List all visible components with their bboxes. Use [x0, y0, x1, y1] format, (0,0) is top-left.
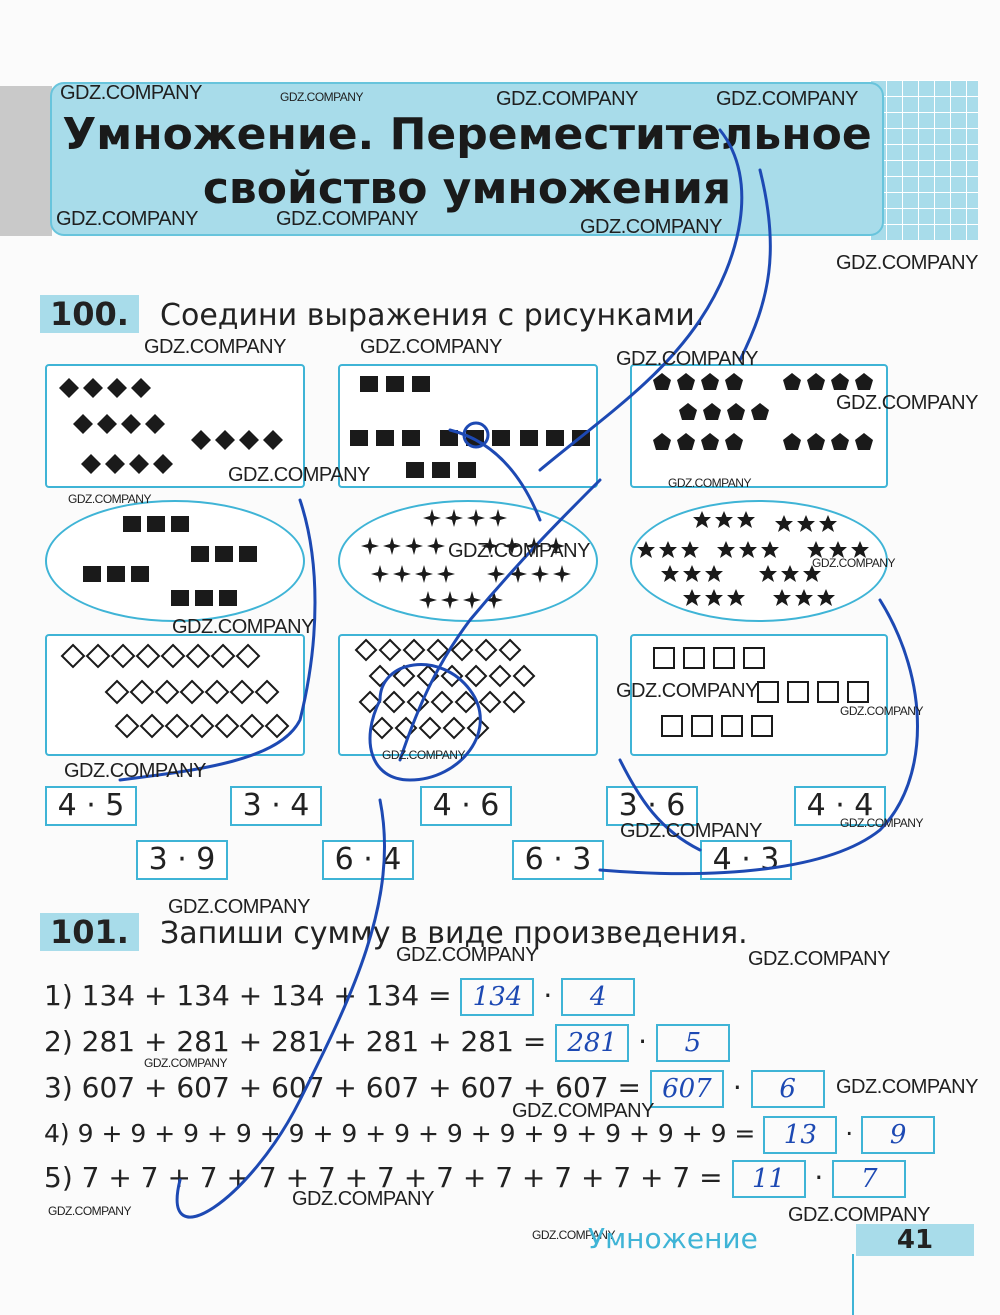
watermark: GDZ.COMPANY	[382, 748, 465, 762]
task-101-heading: 101. Запиши сумму в виде произведения.	[40, 910, 748, 954]
watermark: GDZ.COMPANY	[580, 216, 722, 238]
watermark: GDZ.COMPANY	[716, 88, 858, 110]
picture-box-squares-3x6[interactable]	[338, 364, 598, 488]
answer-box[interactable]: 4	[561, 978, 636, 1016]
picture-box-diamonds-4x5[interactable]	[45, 364, 305, 488]
watermark: GDZ.COMPANY	[836, 1076, 978, 1098]
watermark: GDZ.COMPANY	[144, 336, 286, 358]
picture-box-pentagons-4x4[interactable]	[630, 364, 888, 488]
watermark: GDZ.COMPANY	[68, 492, 151, 506]
filled-pentagons-icon	[653, 373, 873, 450]
title-line-1: Умножение. Переместительное	[62, 109, 872, 160]
watermark: GDZ.COMPANY	[620, 820, 762, 842]
multiply-sign: ·	[732, 1071, 742, 1104]
page-number: 41	[856, 1224, 974, 1256]
answer-box[interactable]: 13	[763, 1116, 838, 1154]
equation-row-1: 1) 134 + 134 + 134 + 134 = 134 · 4	[44, 978, 636, 1016]
section-label: Умножение	[588, 1222, 758, 1255]
equation-row-2: 2) 281 + 281 + 281 + 281 + 281 = 281 · 5	[44, 1024, 730, 1062]
footer-divider	[852, 1254, 854, 1315]
answer-box[interactable]: 607	[649, 1070, 724, 1108]
row-label: 5)	[44, 1161, 73, 1194]
equation-row-4: 4) 9 + 9 + 9 + 9 + 9 + 9 + 9 + 9 + 9 + 9…	[44, 1116, 936, 1154]
watermark: GDZ.COMPANY	[532, 1228, 615, 1242]
page-edge-strip	[0, 86, 52, 236]
watermark: GDZ.COMPANY	[616, 348, 758, 370]
watermark: GDZ.COMPANY	[788, 1204, 930, 1226]
watermark: GDZ.COMPANY	[812, 556, 895, 570]
expression-card[interactable]: 6 · 4	[322, 840, 414, 880]
equation-row-5: 5) 7 + 7 + 7 + 7 + 7 + 7 + 7 + 7 + 7 + 7…	[44, 1160, 907, 1198]
multiply-sign: ·	[845, 1119, 854, 1148]
answer-box[interactable]: 6	[750, 1070, 825, 1108]
watermark: GDZ.COMPANY	[172, 616, 314, 638]
row-label: 2)	[44, 1025, 73, 1058]
expression-card[interactable]: 3 · 9	[136, 840, 228, 880]
watermark: GDZ.COMPANY	[512, 1100, 654, 1122]
watermark: GDZ.COMPANY	[360, 336, 502, 358]
grid-decoration	[870, 80, 978, 240]
watermark: GDZ.COMPANY	[48, 1204, 131, 1218]
multiply-sign: ·	[543, 979, 553, 1012]
watermark: GDZ.COMPANY	[280, 90, 363, 104]
answer-box[interactable]: 7	[832, 1160, 907, 1198]
watermark: GDZ.COMPANY	[292, 1188, 434, 1210]
watermark: GDZ.COMPANY	[836, 392, 978, 414]
expression-card[interactable]: 6 · 3	[512, 840, 604, 880]
filled-diamonds-icon	[59, 378, 283, 474]
sum-expression: 281 + 281 + 281 + 281 + 281 =	[81, 1025, 547, 1058]
watermark: GDZ.COMPANY	[60, 82, 202, 104]
equation-row-3: 3) 607 + 607 + 607 + 607 + 607 + 607 = 6…	[44, 1070, 825, 1108]
watermark: GDZ.COMPANY	[276, 208, 418, 230]
expression-card[interactable]: 4 · 6	[420, 786, 512, 826]
outline-diamonds-icon	[354, 638, 536, 740]
row-label: 3)	[44, 1071, 73, 1104]
outline-diamonds-icon	[60, 643, 290, 739]
watermark: GDZ.COMPANY	[56, 208, 198, 230]
picture-box-outline-diamonds-4x6[interactable]	[338, 634, 598, 756]
row-label: 1)	[44, 979, 73, 1012]
answer-box[interactable]: 5	[655, 1024, 730, 1062]
watermark: GDZ.COMPANY	[144, 1056, 227, 1070]
task-instruction: Соедини выражения с рисунками.	[160, 298, 705, 333]
sum-expression: 9 + 9 + 9 + 9 + 9 + 9 + 9 + 9 + 9 + 9 + …	[77, 1119, 756, 1148]
task-100-heading: 100. Соедини выражения с рисунками.	[40, 292, 704, 336]
multiply-sign: ·	[814, 1161, 824, 1194]
row-label: 4)	[44, 1119, 70, 1148]
watermark: GDZ.COMPANY	[748, 948, 890, 970]
watermark: GDZ.COMPANY	[228, 464, 370, 486]
filled-squares-icon	[83, 516, 257, 606]
expression-card[interactable]: 4 · 3	[700, 840, 792, 880]
watermark: GDZ.COMPANY	[396, 944, 538, 966]
sum-expression: 134 + 134 + 134 + 134 =	[81, 979, 452, 1012]
watermark: GDZ.COMPANY	[448, 540, 590, 562]
picture-box-outline-diamonds-3x6[interactable]	[45, 634, 305, 756]
expression-card[interactable]: 4 · 5	[45, 786, 137, 826]
answer-box[interactable]: 134	[460, 978, 535, 1016]
task-number: 101.	[40, 913, 139, 951]
watermark: GDZ.COMPANY	[668, 476, 751, 490]
filled-squares-icon	[350, 376, 590, 478]
watermark: GDZ.COMPANY	[840, 704, 923, 718]
watermark: GDZ.COMPANY	[836, 252, 978, 274]
task-number: 100.	[40, 295, 139, 333]
watermark: GDZ.COMPANY	[168, 896, 310, 918]
watermark: GDZ.COMPANY	[64, 760, 206, 782]
title-line-2: свойство умножения	[202, 163, 732, 214]
watermark: GDZ.COMPANY	[840, 816, 923, 830]
multiply-sign: ·	[638, 1025, 647, 1058]
answer-box[interactable]: 9	[861, 1116, 936, 1154]
picture-oval-squares-4x3[interactable]	[45, 500, 305, 622]
watermark: GDZ.COMPANY	[616, 680, 758, 702]
watermark: GDZ.COMPANY	[496, 88, 638, 110]
answer-box[interactable]: 11	[731, 1160, 806, 1198]
answer-box[interactable]: 281	[555, 1024, 630, 1062]
expression-card[interactable]: 3 · 4	[230, 786, 322, 826]
